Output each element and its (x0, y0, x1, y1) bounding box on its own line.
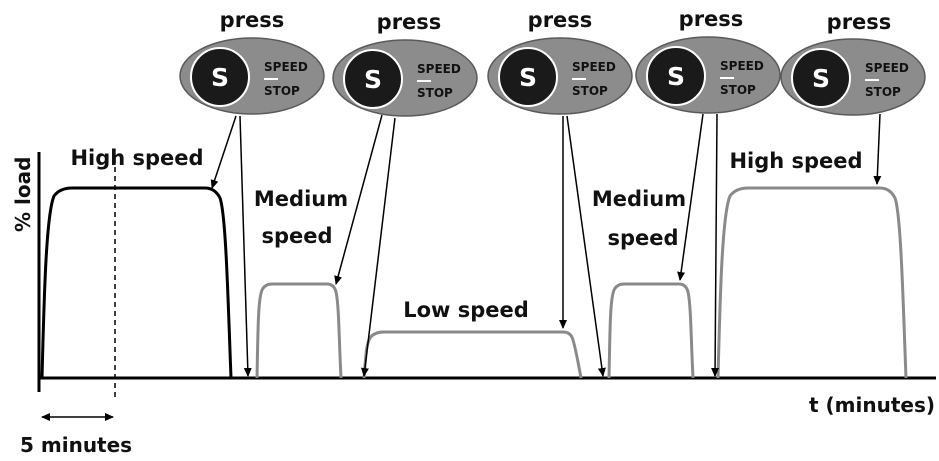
s-letter: S (519, 63, 537, 92)
stop-text: STOP (417, 86, 453, 100)
s-letter: S (812, 64, 830, 93)
pointer-arrow (873, 113, 882, 185)
pointer-arrow (334, 114, 383, 285)
load-curve-low (362, 330, 583, 379)
speed-stop-button-5: press S SPEED STOP (780, 10, 926, 116)
stop-text: STOP (572, 84, 608, 98)
s-circle-icon (343, 49, 403, 109)
load-curve-high-2 (716, 186, 908, 379)
speed-text: SPEED (417, 62, 461, 76)
phase-label-medium-1-line1: Medium (254, 187, 348, 211)
speed-stop-button-1: press S SPEED STOP (179, 8, 325, 115)
speed-stop-button-4: press S SPEED STOP (635, 7, 781, 114)
interval-label: 5 minutes (20, 433, 132, 457)
speed-stop-button-2: press S SPEED STOP (332, 10, 478, 117)
phase-label-medium-1-line2: speed (261, 224, 332, 248)
speed-stop-button-3: press S SPEED STOP (487, 8, 633, 115)
speed-text: SPEED (264, 60, 308, 74)
s-letter: S (364, 65, 382, 94)
press-label: press (679, 7, 744, 31)
load-curve-medium-2 (607, 282, 695, 379)
speed-text: SPEED (572, 60, 616, 74)
phase-label-medium-2-line1: Medium (592, 187, 686, 211)
pointer-arrow (711, 113, 720, 377)
s-letter: S (211, 63, 229, 92)
phase-label-high-2: High speed (729, 149, 862, 173)
phase-label-low: Low speed (403, 298, 529, 322)
pointer-arrow (360, 117, 396, 377)
press-label: press (827, 10, 892, 34)
phase-label-high-1: High speed (70, 146, 203, 170)
press-label: press (528, 8, 593, 32)
pointer-arrow (677, 113, 704, 281)
pointer-arrow (566, 115, 606, 377)
speed-text: SPEED (865, 61, 909, 75)
load-curve-medium-1 (255, 282, 343, 379)
s-circle-icon (498, 47, 558, 107)
s-circle-icon (646, 46, 706, 106)
s-circle-icon (190, 47, 250, 107)
x-axis-label: t (minutes) (809, 393, 935, 417)
stop-text: STOP (865, 85, 901, 99)
pointer-arrow (239, 115, 252, 377)
y-axis-label: % load (11, 157, 35, 232)
stop-text: STOP (720, 83, 756, 97)
stop-text: STOP (264, 84, 300, 98)
speed-text: SPEED (720, 59, 764, 73)
load-curve-high-1 (40, 186, 233, 379)
pointer-arrow (210, 115, 237, 189)
press-label: press (220, 8, 285, 32)
press-label: press (377, 10, 442, 34)
phase-label-medium-2-line2: speed (607, 226, 678, 250)
s-circle-icon (791, 48, 851, 108)
s-letter: S (667, 62, 685, 91)
